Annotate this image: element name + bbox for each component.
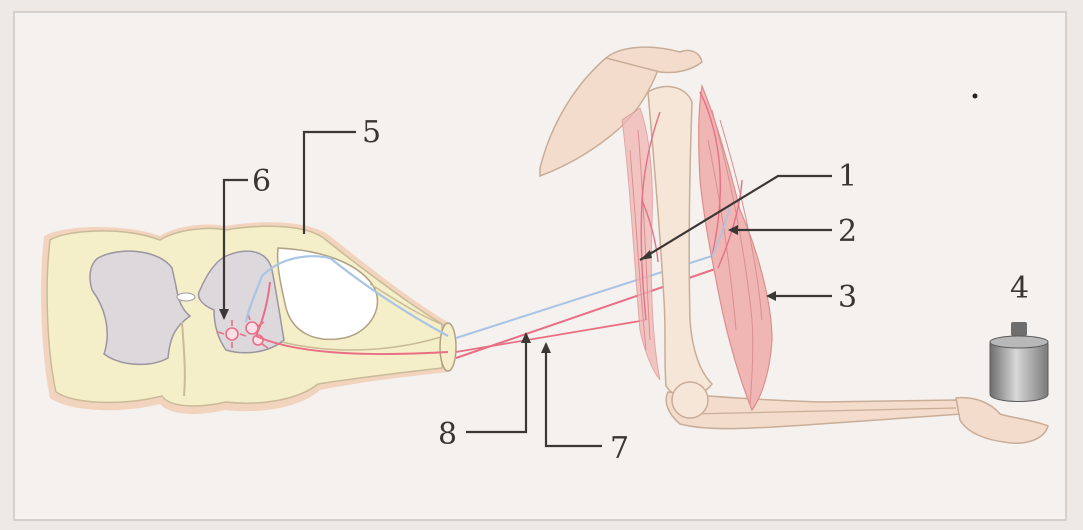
label-8: 8: [438, 417, 457, 452]
weight-top: [990, 336, 1048, 348]
label-7: 7: [610, 431, 629, 466]
spinal-nerve-cut-end: [440, 323, 456, 371]
stray-dot: [973, 94, 978, 99]
label-4: 4: [1010, 271, 1029, 306]
weight-handle: [1011, 322, 1027, 336]
label-3: 3: [838, 280, 857, 315]
label-1: 1: [838, 159, 857, 194]
central-canal: [177, 293, 195, 301]
label-5: 5: [362, 115, 381, 150]
elbow-joint: [672, 382, 708, 418]
label-2: 2: [838, 214, 857, 249]
label-6: 6: [252, 164, 271, 199]
